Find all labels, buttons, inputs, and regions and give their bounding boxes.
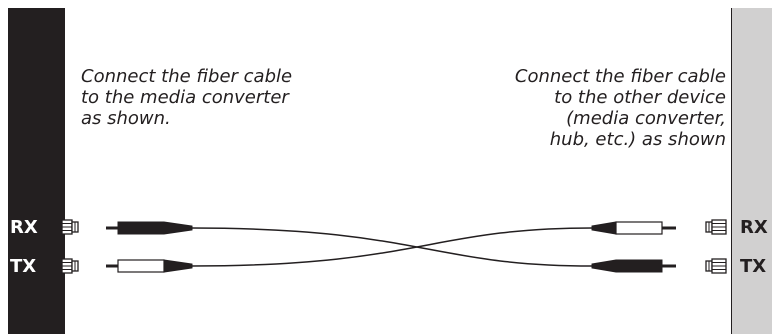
other-device-panel	[731, 8, 772, 334]
left-rx-connector-icon	[106, 221, 193, 235]
right-rx-port-icon	[705, 219, 727, 235]
left-tx-label: TX	[10, 256, 37, 277]
left-rx-label: RX	[10, 217, 38, 238]
right-tx-connector-icon	[591, 259, 676, 273]
right-tx-label: TX	[740, 256, 767, 277]
other-device-instruction: Connect the fiber cable to the other dev…	[514, 66, 726, 150]
cable-rx-to-tx	[191, 227, 593, 267]
right-rx-connector-icon	[591, 221, 676, 235]
media-converter-panel	[8, 8, 65, 334]
left-rx-port-icon	[61, 219, 79, 235]
right-tx-port-icon	[705, 258, 727, 274]
cable-tx-to-rx	[191, 227, 593, 267]
left-tx-port-icon	[61, 258, 79, 274]
left-tx-connector-icon	[106, 259, 193, 273]
right-rx-label: RX	[740, 217, 768, 238]
media-converter-instruction: Connect the fiber cable to the media con…	[81, 66, 293, 129]
